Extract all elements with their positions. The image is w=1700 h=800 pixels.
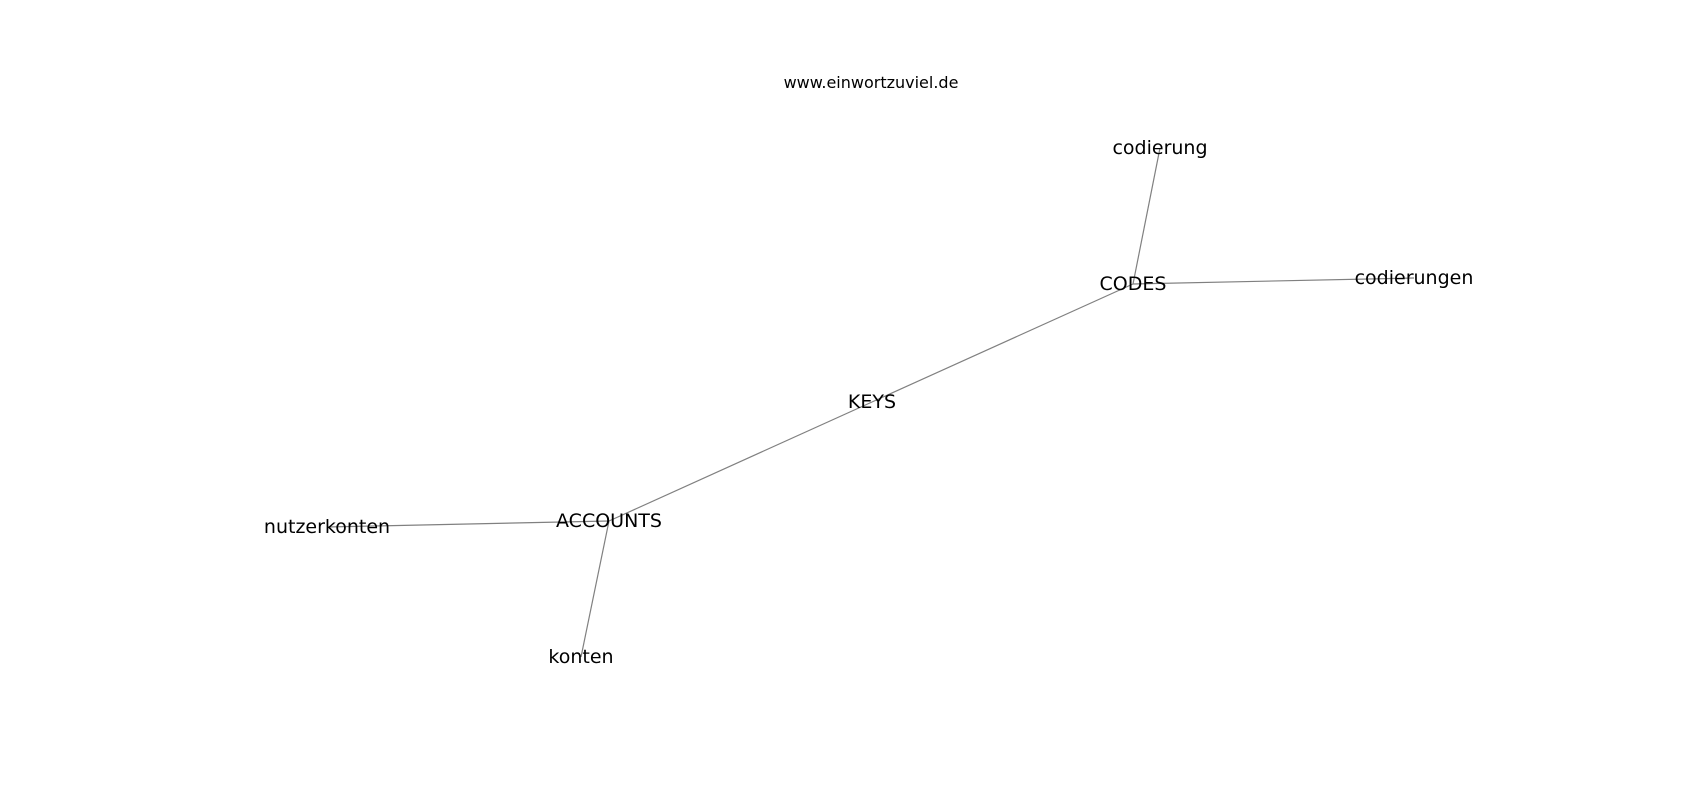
edge-keys-codes — [871, 283, 1134, 403]
edge-accounts-nutzerkonten — [326, 520, 610, 528]
node-keys: KEYS — [848, 391, 896, 413]
node-codes: CODES — [1100, 273, 1167, 295]
node-nutzerkonten: nutzerkonten — [264, 516, 390, 538]
site-url-label: www.einwortzuviel.de — [784, 73, 959, 92]
node-konten: konten — [548, 646, 613, 668]
graph-edges — [326, 147, 1415, 658]
node-accounts: ACCOUNTS — [556, 510, 662, 532]
edge-keys-accounts — [608, 401, 873, 522]
edge-accounts-konten — [580, 520, 610, 658]
edge-codes-codierung — [1132, 147, 1161, 285]
node-codierung: codierung — [1112, 137, 1207, 159]
edge-codes-codierungen — [1132, 277, 1415, 285]
node-codierungen: codierungen — [1355, 267, 1474, 289]
graph-nodes: KEYS CODES ACCOUNTS codierung codierunge… — [264, 137, 1473, 668]
